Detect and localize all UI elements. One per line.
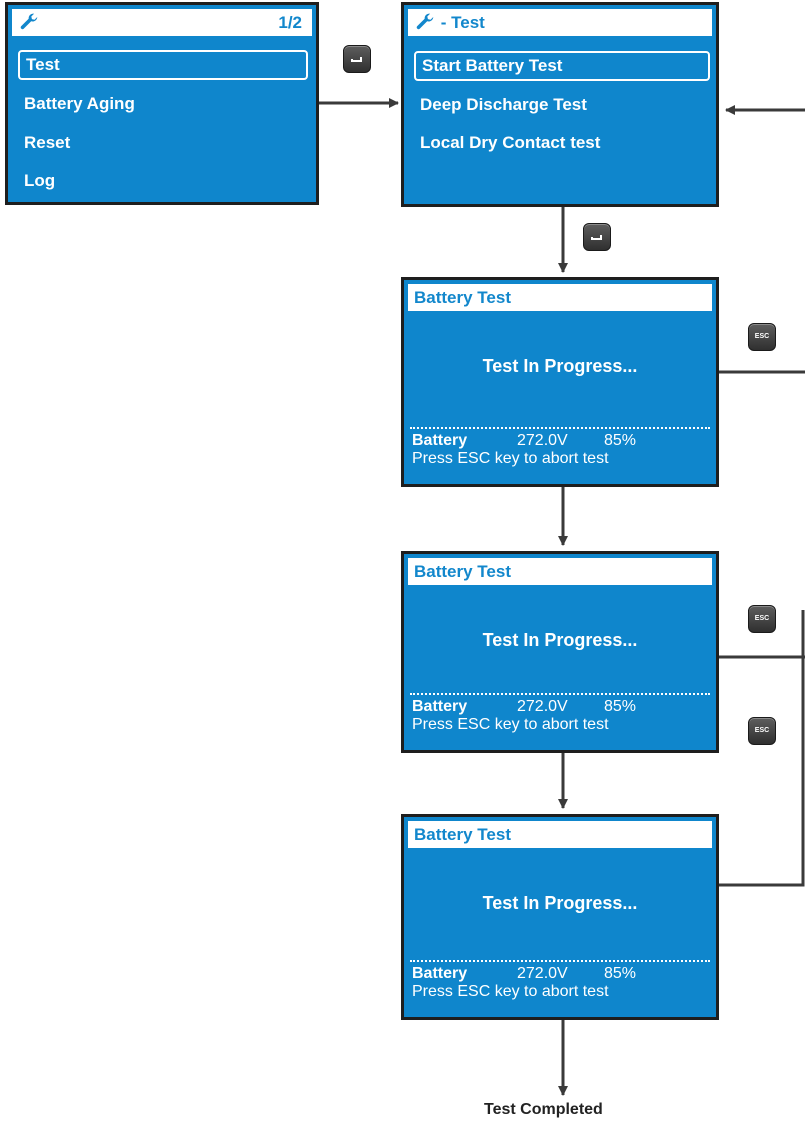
enter-key-1[interactable] — [343, 45, 371, 73]
menu-item-test[interactable]: Test — [18, 50, 308, 80]
battery-percent: 85% — [604, 965, 637, 982]
menu-item-log[interactable]: Log — [24, 171, 56, 190]
enter-key-2[interactable] — [583, 223, 611, 251]
menu-item-deep-discharge-test[interactable]: Deep Discharge Test — [420, 95, 587, 114]
esc-line-3 — [718, 610, 805, 887]
wrench-icon — [416, 13, 434, 29]
abort-hint: Press ESC key to abort test — [412, 450, 609, 467]
abort-hint: Press ESC key to abort test — [412, 716, 609, 733]
test-completed-caption: Test Completed — [484, 1101, 603, 1118]
battery-test-screen-3: Battery Test Test In Progress... Battery… — [401, 814, 719, 1020]
main-menu-titlebar: 1/2 — [12, 9, 312, 36]
enter-key-icon — [591, 235, 602, 240]
battery-readout: Battery 272.0V 85% — [412, 965, 636, 983]
esc-key-3[interactable]: ESC — [748, 717, 776, 745]
test-status: Test In Progress... — [482, 630, 638, 650]
enter-key-icon — [351, 57, 362, 62]
battery-test-title: Battery Test — [408, 821, 712, 848]
battery-label: Battery — [412, 432, 468, 449]
test-menu-screen: - Test Start Battery Test Deep Discharge… — [401, 2, 719, 207]
esc-key-2[interactable]: ESC — [748, 605, 776, 633]
menu-item-local-dry-contact-test[interactable]: Local Dry Contact test — [420, 133, 601, 152]
battery-voltage: 272.0V — [517, 432, 568, 449]
wrench-icon — [20, 13, 38, 29]
test-status: Test In Progress... — [482, 356, 638, 376]
battery-test-title: Battery Test — [408, 284, 712, 311]
battery-percent: 85% — [604, 698, 637, 715]
abort-hint: Press ESC key to abort test — [412, 983, 609, 1000]
battery-readout: Battery 272.0V 85% — [412, 698, 636, 716]
menu-item-battery-aging[interactable]: Battery Aging — [24, 94, 135, 113]
main-menu-screen: 1/2 Test Battery Aging Reset Log — [5, 2, 319, 205]
battery-test-title: Battery Test — [408, 558, 712, 585]
test-status: Test In Progress... — [482, 893, 638, 913]
dotted-divider — [410, 960, 710, 962]
battery-test-screen-2: Battery Test Test In Progress... Battery… — [401, 551, 719, 753]
battery-readout: Battery 272.0V 85% — [412, 432, 636, 450]
page-indicator: 1/2 — [278, 13, 302, 32]
test-menu-title: - Test — [440, 13, 485, 32]
test-menu-titlebar: - Test — [408, 9, 712, 36]
battery-voltage: 272.0V — [517, 965, 568, 982]
esc-key-1[interactable]: ESC — [748, 323, 776, 351]
dotted-divider — [410, 427, 710, 429]
battery-test-screen-1: Battery Test Test In Progress... Battery… — [401, 277, 719, 487]
menu-item-start-battery-test[interactable]: Start Battery Test — [414, 51, 710, 81]
battery-label: Battery — [412, 965, 468, 982]
dotted-divider — [410, 693, 710, 695]
battery-label: Battery — [412, 698, 468, 715]
battery-percent: 85% — [604, 432, 637, 449]
menu-item-reset[interactable]: Reset — [24, 133, 71, 152]
battery-voltage: 272.0V — [517, 698, 568, 715]
